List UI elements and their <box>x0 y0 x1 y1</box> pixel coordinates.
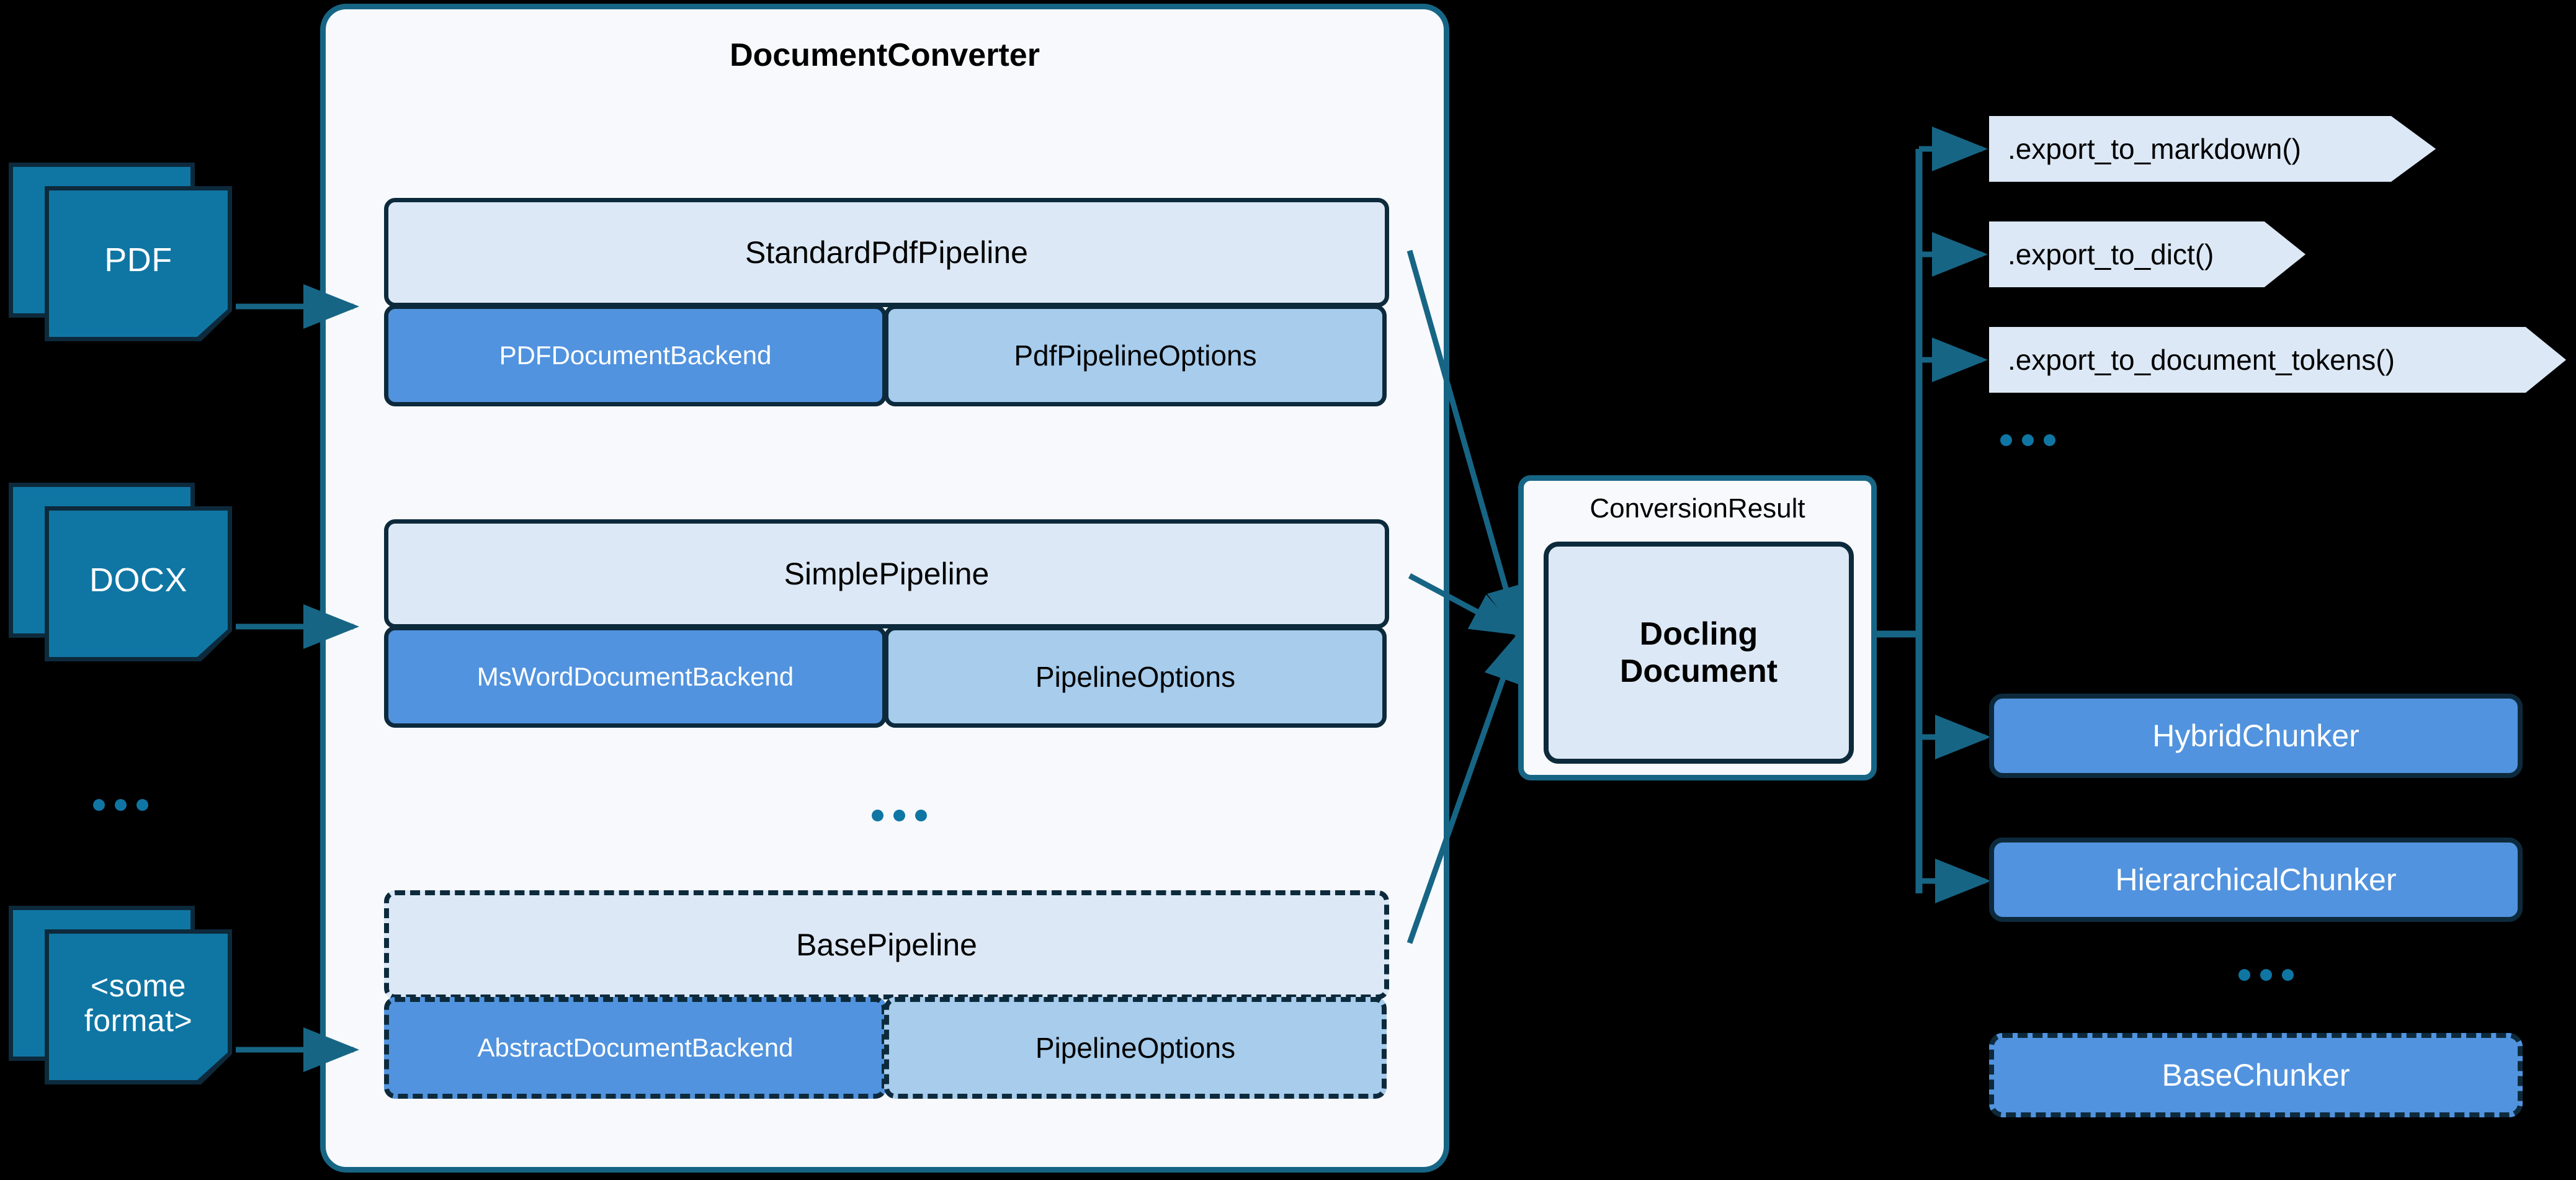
pipeline-simple[interactable]: SimplePipeline MsWordDocumentBackend Pip… <box>384 519 1389 728</box>
pipeline-name: SimplePipeline <box>384 519 1389 628</box>
conversion-result-title: ConversionResult <box>1590 493 1805 524</box>
input-document-pdf[interactable]: PDF <box>9 163 236 349</box>
input-document-other-format[interactable]: <some format> <box>9 906 236 1092</box>
pipeline-base[interactable]: BasePipeline AbstractDocumentBackend Pip… <box>384 890 1389 1099</box>
pipeline-options[interactable]: PipelineOptions <box>884 997 1387 1099</box>
chunker-hierarchical[interactable]: HierarchicalChunker <box>1989 838 2523 922</box>
export-method-document-tokens[interactable]: .export_to_document_tokens() <box>1989 327 2566 393</box>
pipeline-name: StandardPdfPipeline <box>384 198 1389 307</box>
input-document-label: DOCX <box>89 561 187 599</box>
document-converter-title: DocumentConverter <box>730 37 1040 73</box>
pipeline-components-row: AbstractDocumentBackend PipelineOptions <box>384 997 1389 1099</box>
chunker-hybrid[interactable]: HybridChunker <box>1989 694 2523 778</box>
chunker-base[interactable]: BaseChunker <box>1989 1033 2523 1117</box>
input-ellipsis <box>93 799 148 811</box>
export-method-markdown[interactable]: .export_to_markdown() <box>1989 116 2436 182</box>
pipeline-components-row: MsWordDocumentBackend PipelineOptions <box>384 626 1389 728</box>
document-converter-panel: DocumentConverter StandardPdfPipeline PD… <box>320 4 1449 1173</box>
pipeline-backend[interactable]: PDFDocumentBackend <box>384 305 887 406</box>
pipeline-options[interactable]: PipelineOptions <box>884 626 1387 728</box>
input-document-docx[interactable]: DOCX <box>9 483 236 669</box>
document-front-sheet: DOCX <box>45 506 232 661</box>
input-document-label: <some format> <box>84 968 193 1038</box>
export-method-dict[interactable]: .export_to_dict() <box>1989 221 2305 287</box>
docling-document-box[interactable]: Docling Document <box>1544 542 1854 764</box>
pipeline-backend[interactable]: MsWordDocumentBackend <box>384 626 887 728</box>
chunker-ellipsis <box>2238 969 2294 981</box>
export-method-label: .export_to_markdown() <box>2008 133 2301 165</box>
pipeline-name: BasePipeline <box>384 890 1389 999</box>
export-method-label: .export_to_document_tokens() <box>2008 344 2395 376</box>
pipeline-standard-pdf[interactable]: StandardPdfPipeline PDFDocumentBackend P… <box>384 198 1389 406</box>
pipeline-ellipsis <box>872 810 927 821</box>
document-front-sheet: PDF <box>45 186 232 341</box>
conversion-result-box[interactable]: ConversionResult Docling Document <box>1518 475 1877 780</box>
export-method-label: .export_to_dict() <box>2008 238 2214 270</box>
pipeline-backend[interactable]: AbstractDocumentBackend <box>384 997 887 1099</box>
document-front-sheet: <some format> <box>45 929 232 1084</box>
export-ellipsis <box>2000 434 2055 446</box>
pipeline-components-row: PDFDocumentBackend PdfPipelineOptions <box>384 305 1389 406</box>
pipeline-options[interactable]: PdfPipelineOptions <box>884 305 1387 406</box>
input-document-label: PDF <box>104 241 172 279</box>
